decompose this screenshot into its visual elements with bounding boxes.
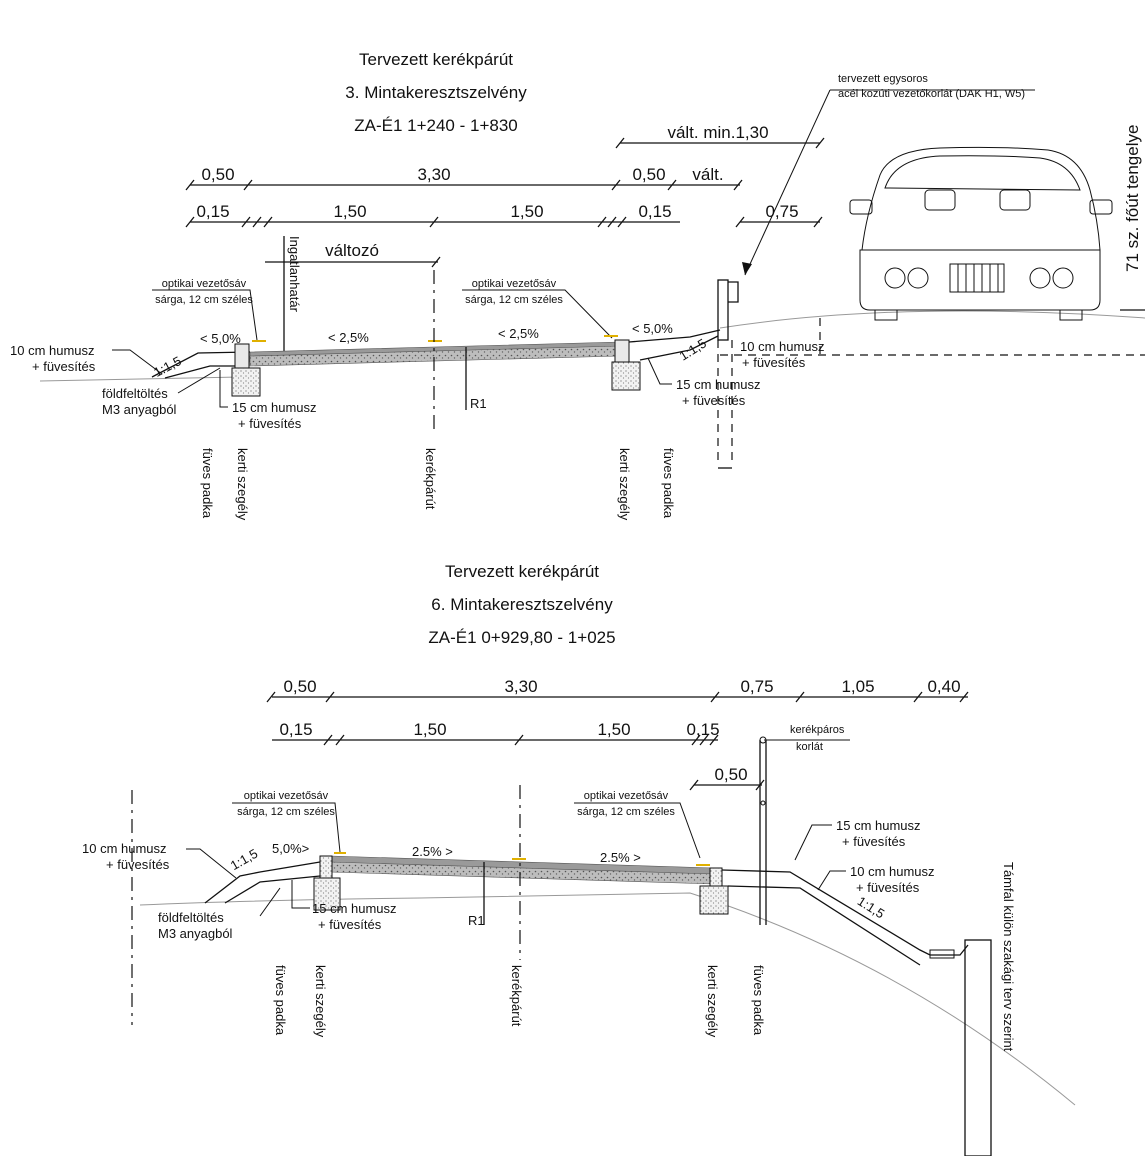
s2-slope-5: 1:1,5	[855, 893, 887, 921]
s2-korlat-label-2: korlát	[796, 741, 823, 753]
s2-dim-050-korlat: 0,50	[714, 765, 747, 784]
section-2: Tervezett kerékpárút 6. Mintakeresztszel…	[82, 562, 1076, 1156]
s1-foldfeltoltes-1: földfeltöltés	[102, 386, 168, 401]
s1-vlabel-kerti-szegely-right: kerti szegély	[617, 448, 632, 521]
s1-foldfeltoltes-2: M3 anyagból	[102, 402, 177, 417]
s1-humusz10-right-1: 10 cm humusz	[740, 339, 825, 354]
s2-slope-4: 2.5% >	[600, 850, 641, 865]
s1-optikai-right-2: sárga, 12 cm széles	[465, 294, 563, 306]
s2-r1: R1	[468, 913, 485, 928]
s2-vlabel-fuves-padka-left: füves padka	[273, 965, 288, 1036]
s1-guardrail-label-1: tervezett egysoros	[838, 73, 928, 85]
s1-guardrail	[717, 89, 831, 469]
s2-cross-section-profile	[131, 736, 1076, 1156]
s2-dim-150-left: 1,50	[413, 720, 446, 739]
s2-humusz15-right-2: + füvesítés	[842, 834, 906, 849]
s2-humusz15-left-2: + füvesítés	[318, 917, 382, 932]
s2-tamfal-label: Támfal külön szakági terv szerint	[1001, 862, 1016, 1052]
s2-dim-040: 0,40	[927, 677, 960, 696]
s1-optikai-left-2: sárga, 12 cm széles	[155, 294, 253, 306]
s1-humusz15-left-1: 15 cm humusz	[232, 400, 317, 415]
s1-road-axis-label: 71 sz. főút tengelye	[1123, 125, 1142, 272]
s2-humusz10-right-2: + füvesítés	[856, 880, 920, 895]
s2-optikai-right-2: sárga, 12 cm széles	[577, 806, 675, 818]
s2-korlat-label-1: kerékpáros	[790, 724, 845, 736]
s2-foldfeltoltes-2: M3 anyagból	[158, 926, 233, 941]
section2-title-line2: 6. Mintakeresztszelvény	[431, 595, 613, 614]
s1-humusz15-left-2: + füvesítés	[238, 416, 302, 431]
s1-dim-valt: vált.	[692, 165, 723, 184]
section2-title-line3: ZA-É1 0+929,80 - 1+025	[428, 628, 615, 647]
s1-dim-valtozo: változó	[325, 241, 379, 260]
s2-vlabel-kerti-szegely-right: kerti szegély	[705, 965, 720, 1038]
s1-cross-section-profile	[39, 270, 1145, 430]
s2-dim-330: 3,30	[504, 677, 537, 696]
s1-dim-050-left: 0,50	[201, 165, 234, 184]
s1-slope-1: 1:1,5	[151, 353, 184, 380]
s1-vlabel-fuves-padka-right: füves padka	[661, 448, 676, 519]
s2-dim-015-right: 0,15	[686, 720, 719, 739]
s2-optikai-left-1: optikai vezetősáv	[244, 790, 329, 802]
s2-optikai-left-2: sárga, 12 cm széles	[237, 806, 335, 818]
s1-vlabel-fuves-padka-left: füves padka	[200, 448, 215, 519]
s2-vlabel-fuves-padka-right: füves padka	[751, 965, 766, 1036]
s1-dim-330: 3,30	[417, 165, 450, 184]
s2-humusz15-left-1: 15 cm humusz	[312, 901, 397, 916]
section1-title-line3: ZA-É1 1+240 - 1+830	[354, 116, 518, 135]
s1-slope-4: < 2,5%	[498, 326, 539, 341]
s1-ingatlanhatar-label: Ingatlanhatár	[287, 236, 302, 313]
section2-title-line1: Tervezett kerékpárút	[445, 562, 599, 581]
s2-foldfeltoltes-1: földfeltöltés	[158, 910, 224, 925]
s2-humusz15-right-1: 15 cm humusz	[836, 818, 921, 833]
s2-humusz10-left-1: 10 cm humusz	[82, 841, 167, 856]
car-illustration	[849, 146, 1113, 321]
s1-humusz10-left-1: 10 cm humusz	[10, 343, 95, 358]
s2-dim-015-left: 0,15	[279, 720, 312, 739]
s1-humusz10-right-2: + füvesítés	[742, 355, 806, 370]
s2-vlabel-kerekparut: kerékpárút	[509, 965, 524, 1027]
s1-slope-2: < 5,0%	[200, 331, 241, 346]
s1-dim-050-right: 0,50	[632, 165, 665, 184]
s1-slope-5: < 5,0%	[632, 321, 673, 336]
s2-slope-2: 5,0%>	[272, 841, 309, 856]
s2-humusz10-right-1: 10 cm humusz	[850, 864, 935, 879]
s2-slope-1: 1:1,5	[228, 846, 261, 873]
s1-r1: R1	[470, 396, 487, 411]
s2-dim-075: 0,75	[740, 677, 773, 696]
s1-optikai-right-1: optikai vezetősáv	[472, 278, 557, 290]
section1-dimension-lines	[185, 137, 825, 268]
s1-vlabel-kerekparut: kerékpárút	[423, 448, 438, 510]
s1-dim-075: 0,75	[765, 202, 798, 221]
s2-optikai-right-1: optikai vezetősáv	[584, 790, 669, 802]
s1-humusz10-left-2: + füvesítés	[32, 359, 96, 374]
section1-title-line2: 3. Mintakeresztszelvény	[345, 83, 527, 102]
s2-vlabel-kerti-szegely-left: kerti szegély	[313, 965, 328, 1038]
s1-optikai-left-1: optikai vezetősáv	[162, 278, 247, 290]
s2-dim-050: 0,50	[283, 677, 316, 696]
s1-slope-6: 1:1,5	[677, 336, 709, 364]
s2-slope-3: 2.5% >	[412, 844, 453, 859]
section2-dimension-lines	[266, 691, 969, 791]
s1-slope-3: < 2,5%	[328, 330, 369, 345]
s1-dim-150-left: 1,50	[333, 202, 366, 221]
section-1: Tervezett kerékpárút 3. Mintakeresztszel…	[10, 50, 1145, 521]
s1-humusz15-right-2: + füvesítés	[682, 393, 746, 408]
s1-dim-150-right: 1,50	[510, 202, 543, 221]
s1-dim-015-right: 0,15	[638, 202, 671, 221]
s1-dim-valt-min: vált. min.1,30	[667, 123, 768, 142]
s1-guardrail-label-2: acél közúti vezetőkorlát (DAK H1, W5)	[838, 88, 1025, 100]
s2-humusz10-left-2: + füvesítés	[106, 857, 170, 872]
s2-dim-150-right: 1,50	[597, 720, 630, 739]
s1-dim-015-left: 0,15	[196, 202, 229, 221]
s2-dim-105: 1,05	[841, 677, 874, 696]
section1-title-line1: Tervezett kerékpárút	[359, 50, 513, 69]
s1-vlabel-kerti-szegely-left: kerti szegély	[235, 448, 250, 521]
